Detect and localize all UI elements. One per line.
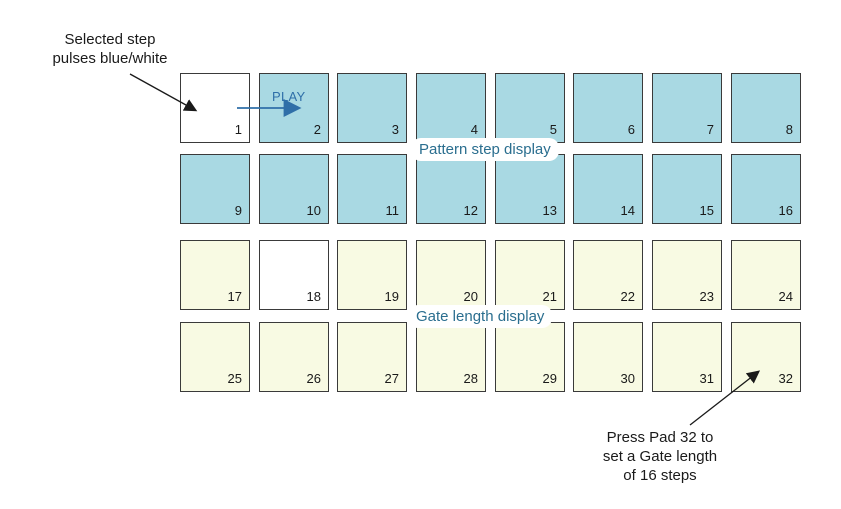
pad-number: 28 (463, 371, 478, 386)
pad-number: 23 (699, 289, 714, 304)
pad-number: 14 (620, 203, 635, 218)
pad-number: 30 (620, 371, 635, 386)
pad-number: 19 (384, 289, 399, 304)
pad-number: 29 (542, 371, 557, 386)
pad-number: 24 (778, 289, 793, 304)
pad-number: 7 (706, 122, 714, 137)
pad-27[interactable]: 27 (337, 322, 407, 392)
pad-17[interactable]: 17 (180, 240, 250, 310)
pad-10[interactable]: 10 (259, 154, 329, 224)
pad-28[interactable]: 28 (416, 322, 486, 392)
pad-number: 8 (785, 122, 793, 137)
pad-32[interactable]: 32 (731, 322, 801, 392)
pad-16[interactable]: 16 (731, 154, 801, 224)
gate-length-display-label: Gate length display (408, 305, 553, 328)
pad-number: 17 (227, 289, 242, 304)
pad-4[interactable]: 4 (416, 73, 486, 143)
pad-number: 27 (384, 371, 399, 386)
callout-line: Press Pad 32 to (606, 429, 714, 446)
pad-30[interactable]: 30 (573, 322, 643, 392)
pad-number: 2 (313, 122, 321, 137)
pad-number: 26 (306, 371, 321, 386)
pad-31[interactable]: 31 (652, 322, 722, 392)
pad-3[interactable]: 3 (337, 73, 407, 143)
selected-step-callout: Selected step pulses blue/white (30, 30, 190, 68)
pattern-step-display-label: Pattern step display (411, 138, 559, 161)
pad-26[interactable]: 26 (259, 322, 329, 392)
pad-number: 22 (620, 289, 635, 304)
pad-6[interactable]: 6 (573, 73, 643, 143)
pad-number: 10 (306, 203, 321, 218)
pad-20[interactable]: 20 (416, 240, 486, 310)
pad-14[interactable]: 14 (573, 154, 643, 224)
pad-22[interactable]: 22 (573, 240, 643, 310)
pad-8[interactable]: 8 (731, 73, 801, 143)
pad-15[interactable]: 15 (652, 154, 722, 224)
pad-number: 5 (549, 122, 557, 137)
pad-19[interactable]: 19 (337, 240, 407, 310)
play-label: PLAY (272, 89, 306, 104)
pad-number: 3 (391, 122, 399, 137)
pad-number: 18 (306, 289, 321, 304)
callout-line: pulses blue/white (52, 50, 168, 67)
pad-number: 20 (463, 289, 478, 304)
pad-11[interactable]: 11 (337, 154, 407, 224)
pad-number: 6 (627, 122, 635, 137)
pad-12[interactable]: 12 (416, 154, 486, 224)
pad-1[interactable]: 1 (180, 73, 250, 143)
pad-9[interactable]: 9 (180, 154, 250, 224)
press-pad-callout: Press Pad 32 to set a Gate length of 16 … (585, 428, 735, 485)
callout-line: of 16 steps (623, 467, 697, 484)
pad-29[interactable]: 29 (495, 322, 565, 392)
pad-24[interactable]: 24 (731, 240, 801, 310)
pad-21[interactable]: 21 (495, 240, 565, 310)
pad-number: 15 (699, 203, 714, 218)
pad-number: 4 (470, 122, 478, 137)
pad-25[interactable]: 25 (180, 322, 250, 392)
pad-18[interactable]: 18 (259, 240, 329, 310)
pad-number: 16 (778, 203, 793, 218)
pad-number: 32 (778, 371, 793, 386)
pad-number: 31 (699, 371, 714, 386)
pad-23[interactable]: 23 (652, 240, 722, 310)
pad-number: 12 (463, 203, 478, 218)
pad-5[interactable]: 5 (495, 73, 565, 143)
pad-13[interactable]: 13 (495, 154, 565, 224)
pad-number: 25 (227, 371, 242, 386)
callout-line: set a Gate length (602, 448, 718, 465)
pad-number: 9 (234, 203, 242, 218)
pad-number: 21 (542, 289, 557, 304)
pad-number: 13 (542, 203, 557, 218)
pad-number: 11 (385, 203, 400, 218)
pad-2[interactable]: 2 (259, 73, 329, 143)
pad-7[interactable]: 7 (652, 73, 722, 143)
pad-number: 1 (234, 122, 242, 137)
callout-line: Selected step (64, 31, 156, 48)
